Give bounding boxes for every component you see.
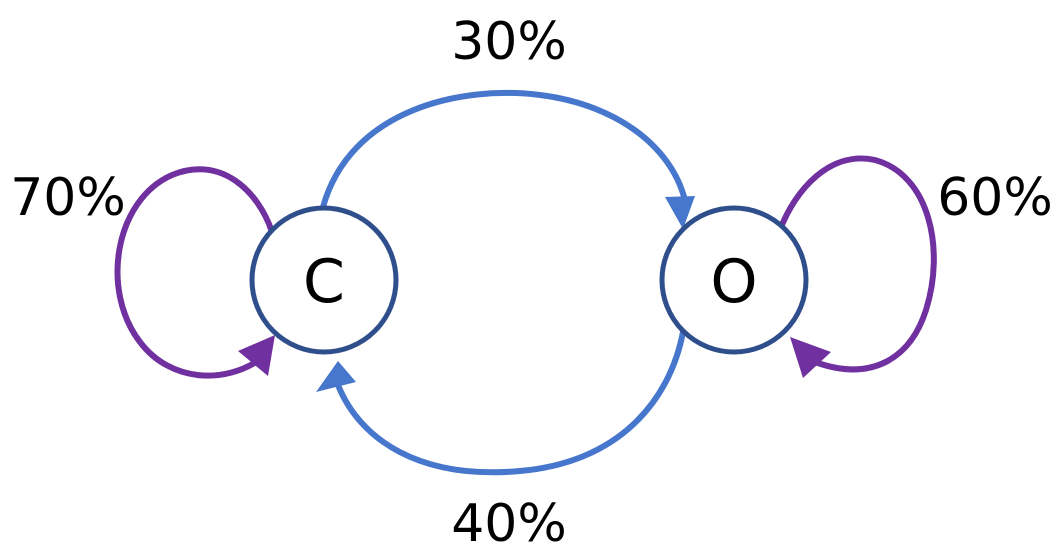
transition-arrow-o-to-c (335, 331, 686, 476)
self-loop-arrowhead-o (790, 337, 831, 378)
transition-arrowhead-c-to-o (665, 196, 695, 229)
state-o-circle (659, 205, 809, 355)
state-o-label: O (710, 247, 757, 317)
transition-label-c-to-o: 30% (451, 12, 567, 72)
self-loop-label-c: 70% (10, 168, 126, 228)
transition-arrowhead-o-to-c (316, 361, 356, 392)
self-loop-label-o: 60% (937, 168, 1053, 228)
state-c: C (249, 205, 399, 355)
state-c-circle (249, 205, 399, 355)
transition-arrow-c-to-o (320, 90, 689, 208)
state-c-label: C (303, 247, 345, 317)
self-loop-arrowhead-c (238, 335, 275, 376)
state-o: O (659, 205, 809, 355)
self-loop-arrow-o (777, 155, 937, 373)
self-loop-arrow-c (114, 166, 275, 379)
transition-label-o-to-c: 40% (451, 494, 567, 554)
